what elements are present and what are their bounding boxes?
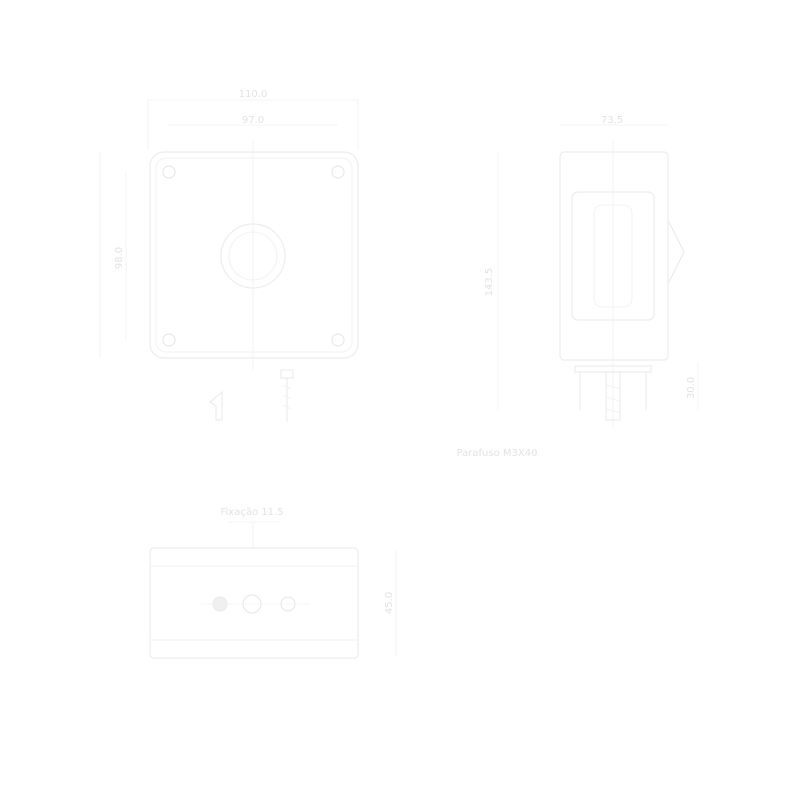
enclosure-bottom-outline (149, 547, 359, 659)
clip-detail (208, 390, 223, 421)
side-thread (605, 384, 621, 390)
side-caption: Parafuso M3X40 (457, 448, 538, 459)
bottom-view: Fixação 11.5 45.0 (149, 507, 397, 659)
enclosure-side-outline (559, 151, 669, 361)
clip-shape (208, 390, 223, 421)
enclosure-front-outline (149, 151, 359, 359)
bottom-caption: Fixação 11.5 (220, 507, 283, 518)
side-screw-detail (574, 365, 652, 421)
dim-side-depth: 30.0 (686, 377, 697, 399)
screw-thread (282, 384, 292, 390)
screw-hole (162, 333, 176, 347)
dim-inner-width: 97.0 (242, 115, 264, 126)
dim-front-height: 98.0 (114, 247, 125, 269)
side-tab (667, 219, 685, 285)
dim-side-height: 143.5 (484, 268, 495, 297)
side-thread (605, 396, 621, 402)
dim-side-width: 73.5 (601, 115, 623, 126)
screw-thread (282, 394, 292, 400)
side-view: 73.5 143.5 30.0 Parafuso M3X40 (457, 115, 699, 459)
dim-overall-width: 110.0 (239, 89, 268, 100)
screw-hole (331, 333, 345, 347)
enclosure-front-inner (155, 157, 353, 353)
screw-head (280, 369, 294, 379)
side-thread (605, 408, 621, 414)
screw-hole (162, 165, 176, 179)
dim-bottom-height: 45.0 (384, 592, 395, 614)
screw-thread (282, 404, 292, 410)
screw-detail (280, 369, 294, 422)
screw-hole (331, 165, 345, 179)
side-center-screw (605, 371, 621, 421)
front-view: 110.0 97.0 98.0 (99, 89, 359, 422)
